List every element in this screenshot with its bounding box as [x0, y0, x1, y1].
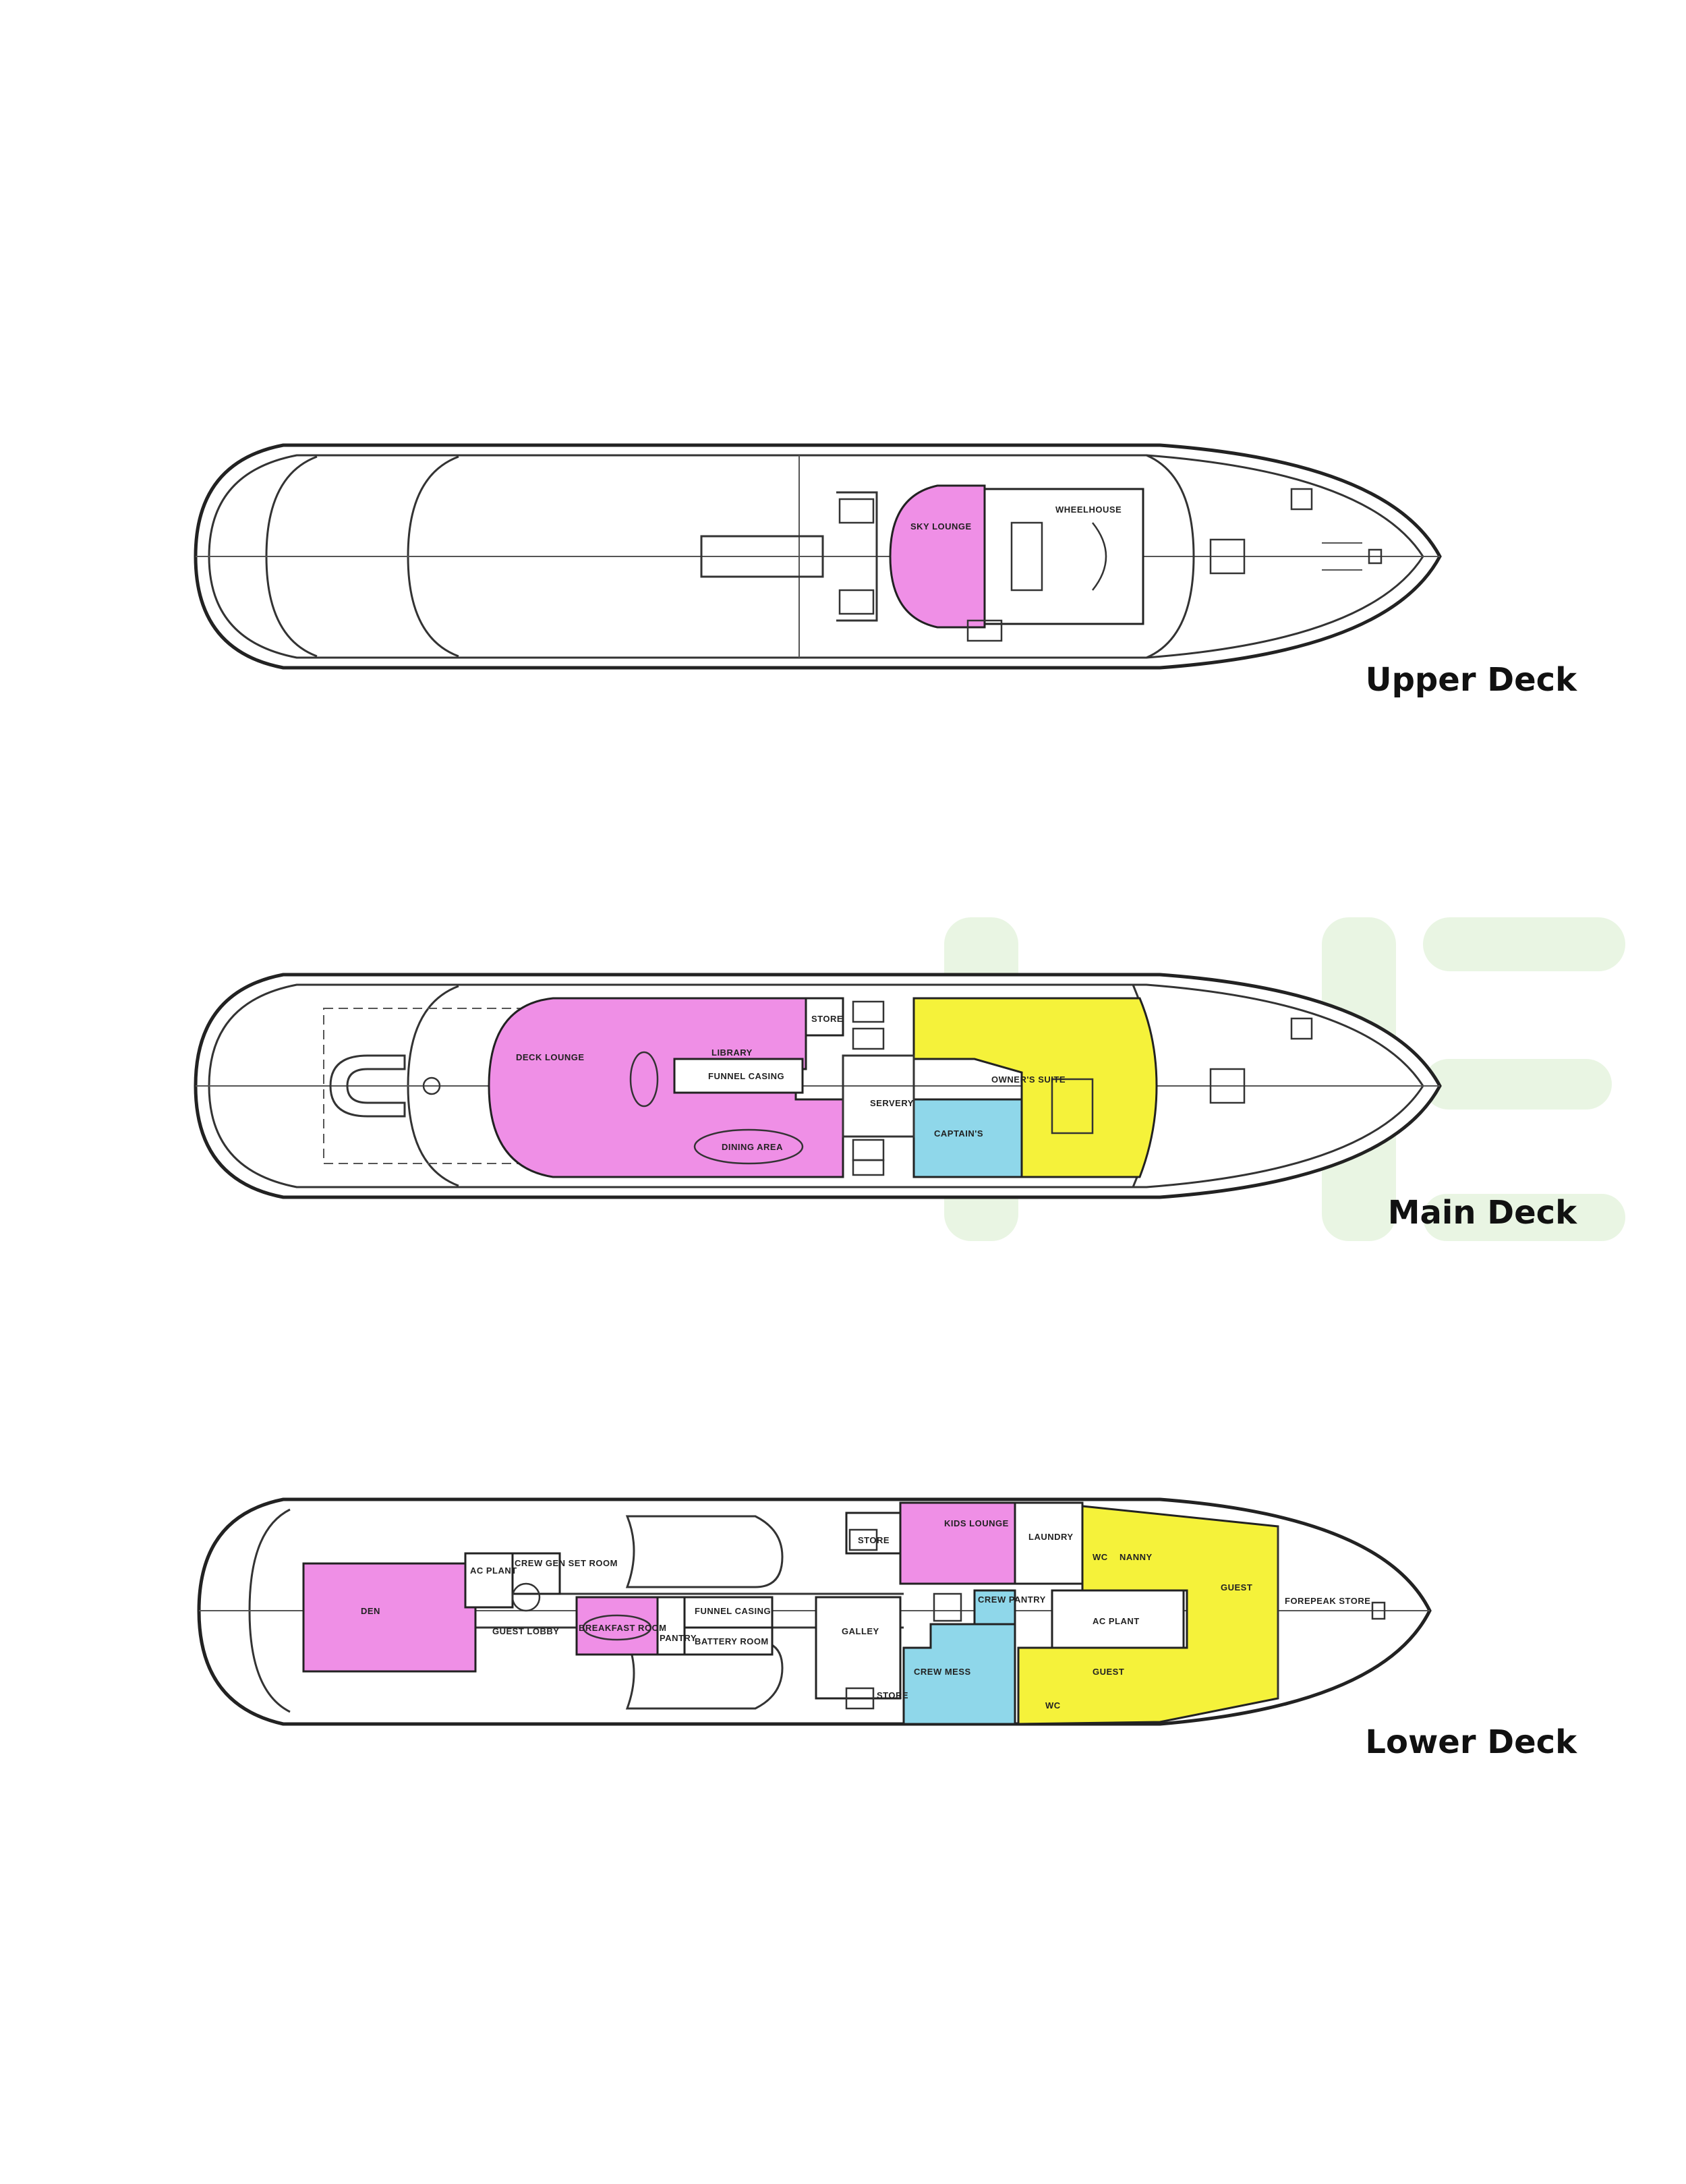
deck-lounge-label: DECK LOUNGE	[516, 1052, 585, 1062]
lower-deck-plan: DEN AC PLANT CREW GEN SET ROOM GUEST LOB…	[197, 1497, 1432, 1726]
galley-label: GALLEY	[842, 1626, 879, 1636]
kids-lounge-label: KIDS LOUNGE	[944, 1518, 1009, 1528]
den-label: DEN	[361, 1606, 380, 1616]
funnel-casing-lower-label: FUNNEL CASING	[695, 1606, 771, 1616]
kids-lounge-area	[899, 1501, 1016, 1585]
ac-plant-fwd-label: AC PLANT	[1093, 1616, 1140, 1626]
servery-label: SERVERY	[870, 1098, 914, 1108]
main-deck-title: Main Deck	[1387, 1194, 1577, 1232]
wheelhouse-label: WHEELHOUSE	[1055, 505, 1122, 515]
battery-room-label: BATTERY ROOM	[695, 1636, 769, 1646]
captains-label: CAPTAIN'S	[934, 1128, 983, 1139]
store-label: STORE	[858, 1535, 890, 1545]
dining-area-label: DINING AREA	[722, 1142, 783, 1152]
guest-aft-label: GUEST	[1093, 1667, 1124, 1677]
guest-lobby-label: GUEST LOBBY	[492, 1626, 559, 1636]
funnel-casing-label: FUNNEL CASING	[708, 1071, 784, 1081]
owners-suite-label: OWNER'S SUITE	[991, 1074, 1066, 1085]
crew-pantry-label: CREW PANTRY	[978, 1594, 1046, 1605]
upper-deck-plan: SKY LOUNGE WHEELHOUSE	[194, 443, 1442, 670]
sky-lounge-label: SKY LOUNGE	[910, 521, 972, 531]
lower-deck-title: Lower Deck	[1365, 1723, 1577, 1761]
store-label: STORE	[811, 1014, 843, 1024]
wc-label: WC	[1093, 1552, 1108, 1562]
wc-2-label: WC	[1045, 1700, 1061, 1711]
breakfast-room-area	[575, 1596, 659, 1656]
ac-plant-aft-label: AC PLANT	[470, 1565, 517, 1576]
upper-deck-title: Upper Deck	[1365, 661, 1577, 699]
crew-gen-set-room-label: CREW GEN SET ROOM	[515, 1558, 618, 1568]
ac-plant-fwd-room	[1051, 1589, 1185, 1649]
guest-fwd-label: GUEST	[1221, 1582, 1252, 1592]
store-2-label: STORE	[877, 1690, 908, 1700]
pantry-label: PANTRY	[660, 1633, 697, 1643]
main-deck-plan: DECK LOUNGE LIBRARY FUNNEL CASING DINING…	[194, 973, 1442, 1199]
forepeak-store-label: FOREPEAK STORE	[1285, 1596, 1370, 1606]
laundry-label: LAUNDRY	[1028, 1532, 1074, 1542]
den-area	[302, 1562, 477, 1673]
crew-mess-area	[902, 1623, 1016, 1725]
crew-mess-label: CREW MESS	[914, 1667, 971, 1677]
captains-cabin-area	[912, 1098, 1023, 1178]
deck-lounge-area	[488, 997, 844, 1178]
breakfast-room-label: BREAKFAST ROOM	[579, 1623, 667, 1633]
library-label: LIBRARY	[711, 1047, 753, 1058]
sky-lounge-room	[889, 484, 986, 629]
owners-suite-area	[912, 997, 1158, 1178]
nanny-label: NANNY	[1120, 1552, 1153, 1562]
